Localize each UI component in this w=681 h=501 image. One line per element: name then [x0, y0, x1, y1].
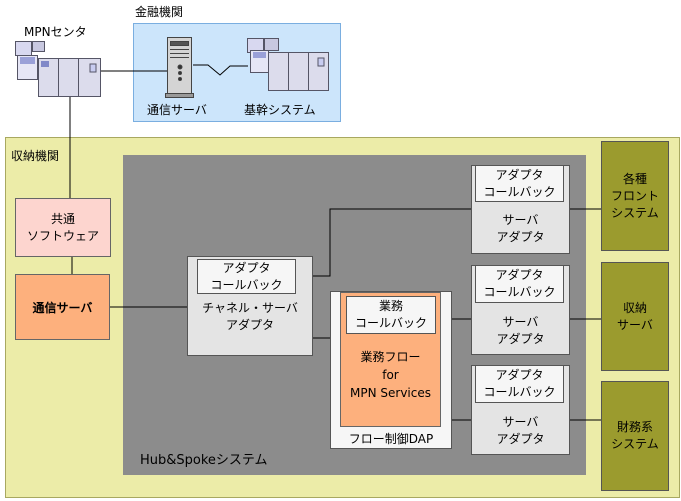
core-system-icon [247, 38, 329, 91]
common-software-box: 共通 ソフトウェア [15, 198, 111, 257]
front-systems-box: 各種 フロント システム [601, 141, 669, 251]
gyomu-callback-box: 業務 コールバック [346, 296, 436, 334]
gyomu-flow-label: 業務フロー for MPN Services [350, 350, 431, 400]
kinyu-kikan-label: 金融機関 [135, 5, 184, 19]
bank-server-icon [165, 37, 194, 98]
zaimu-system-box: 財務系 システム [601, 381, 669, 491]
channel-adapter-label: チャネル・サーバ アダプタ [202, 301, 298, 332]
server-adapter-2-label: サーバ アダプタ [496, 315, 545, 346]
core-system-label: 基幹システム [244, 103, 316, 117]
server-adapter-2-callback: アダプタ コールバック [475, 265, 564, 303]
hub-spoke-label: Hub&Spokeシステム [140, 453, 268, 468]
shuno-server-external-box: 収納 サーバ [601, 262, 669, 371]
shuno-kikan-label: 収納機関 [11, 149, 60, 163]
bank-server-label: 通信サーバ [147, 103, 207, 117]
mpn-computer-icon [15, 41, 101, 97]
shuno-server-box: 通信サーバ [15, 274, 110, 340]
channel-adapter-callback: アダプタ コールバック [197, 259, 296, 294]
server-adapter-1-label: サーバ アダプタ [496, 213, 545, 244]
server-adapter-1-callback: アダプタ コールバック [475, 165, 564, 202]
flow-control-dap-label: フロー制御DAP [348, 431, 434, 446]
server-adapter-3-callback: アダプタ コールバック [475, 365, 564, 403]
server-adapter-3-label: サーバ アダプタ [496, 415, 545, 446]
mpn-center-label: MPNセンタ [24, 25, 87, 39]
